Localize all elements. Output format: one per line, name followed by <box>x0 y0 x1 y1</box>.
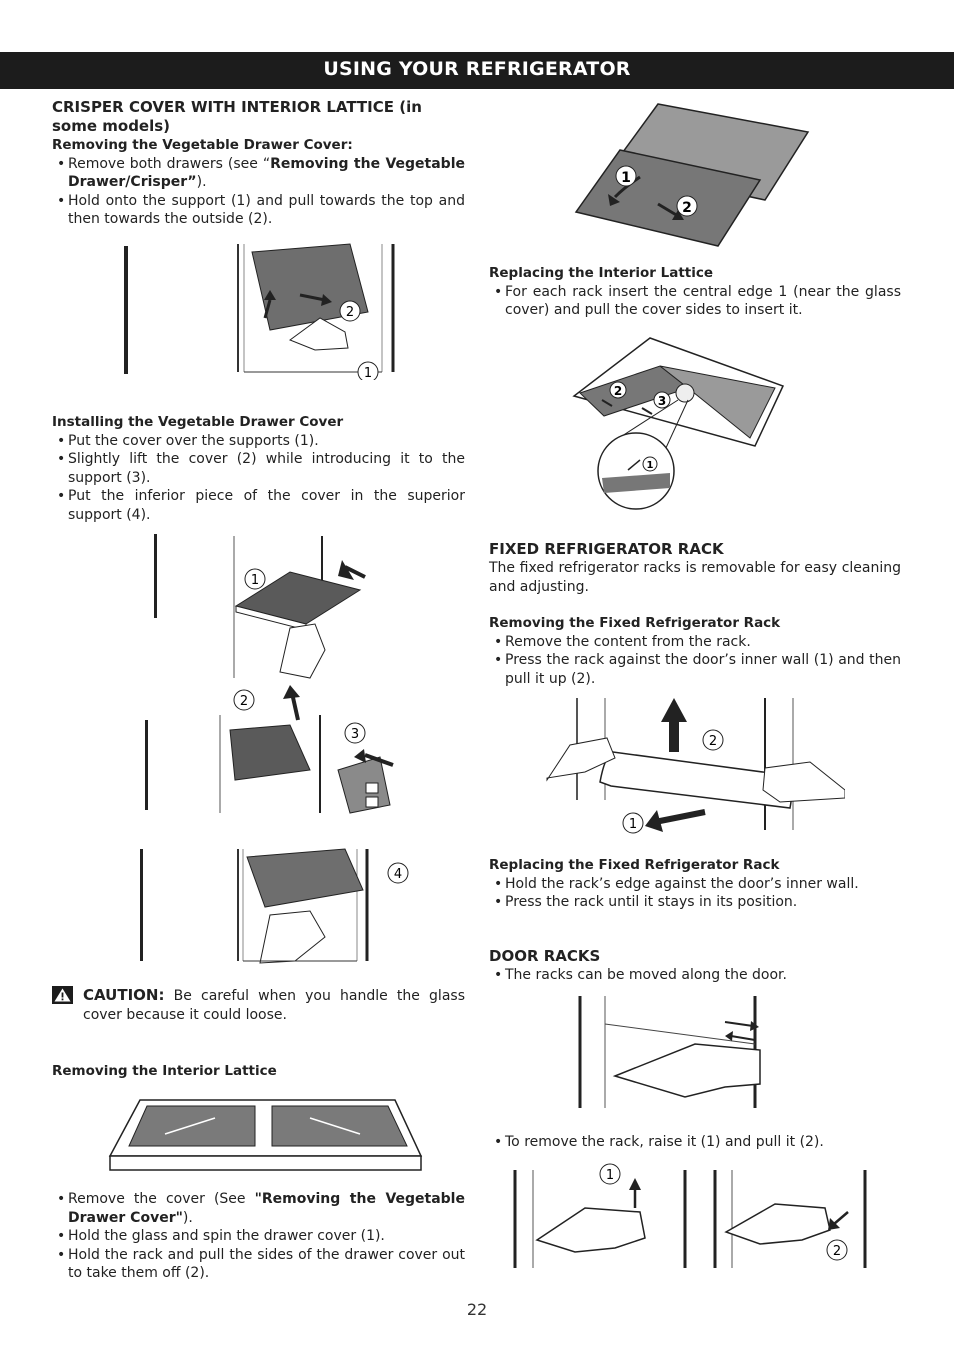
list-item: •Slightly lift the cover (2) while intro… <box>57 451 465 486</box>
door-racks-remove: •To remove the rack, raise it (1) and pu… <box>489 1133 901 1152</box>
removing-lattice-title: Removing the Interior Lattice <box>52 1063 277 1079</box>
list-item: •Hold the rack and pull the sides of the… <box>57 1246 465 1282</box>
callout-1: 1 <box>251 573 259 588</box>
removing-lattice-steps: •Remove the cover (See "Removing the Veg… <box>52 1190 465 1283</box>
list-item: •Remove both drawers (see “Removing the … <box>57 155 465 191</box>
door-rack-pull-illustration: 2 <box>713 1170 867 1268</box>
crisper-section-intro: CRISPER COVER WITH INTERIOR LATTICE (in … <box>52 98 465 229</box>
list-item: •The racks can be moved along the door. <box>494 967 787 983</box>
callout-1: 1 <box>629 817 637 832</box>
list-item: •For each rack insert the central edge 1… <box>494 283 901 319</box>
door-rack-raise-illustration: 1 <box>513 1163 687 1268</box>
page-header: USING YOUR REFRIGERATOR <box>0 52 954 89</box>
list-item: •Press the rack against the door’s inner… <box>494 652 901 687</box>
crisper-title: CRISPER COVER WITH INTERIOR LATTICE (in … <box>52 98 422 135</box>
list-item: •Put the inferior piece of the cover in … <box>57 488 465 523</box>
callout-1: 1 <box>621 170 631 186</box>
list-item: •Put the cover over the supports (1). <box>57 432 319 449</box>
callout-3: 3 <box>658 394 666 408</box>
callout-1: 1 <box>606 1168 614 1183</box>
callout-2: 2 <box>346 305 354 320</box>
replacing-lattice-section: Replacing the Interior Lattice •For each… <box>489 264 901 320</box>
remove-cover-illustration: 2 1 <box>124 243 395 380</box>
callout-4: 4 <box>394 867 402 882</box>
door-racks-section: DOOR RACKS •The racks can be moved along… <box>489 947 901 985</box>
list-item: •Press the rack until it stays in its po… <box>494 894 798 910</box>
caution-label: CAUTION: <box>83 986 165 1004</box>
callout-2: 2 <box>833 1244 841 1259</box>
caution-text: Be careful when you handle the glass cov… <box>83 988 465 1023</box>
replace-lattice-illustration: 2 3 1 <box>572 337 785 510</box>
callout-3: 3 <box>351 727 359 742</box>
page-number: 22 <box>466 1300 488 1319</box>
installing-cover-section: Installing the Vegetable Drawer Cover •P… <box>52 413 465 524</box>
list-item: •Hold the rack’s edge against the door’s… <box>494 875 859 892</box>
callout-2: 2 <box>614 384 622 398</box>
door-racks-title: DOOR RACKS <box>489 947 601 965</box>
install-cover-step4-illustration: 4 <box>140 848 409 964</box>
warning-icon <box>52 986 73 1004</box>
callout-2: 2 <box>682 200 692 216</box>
list-item: •Remove the cover (See "Removing the Veg… <box>57 1191 465 1226</box>
callout-2: 2 <box>240 694 248 709</box>
replacing-fixed-rack-section: Replacing the Fixed Refrigerator Rack •H… <box>489 856 901 912</box>
installing-cover-title: Installing the Vegetable Drawer Cover <box>52 414 344 430</box>
fixed-rack-illustration: 2 1 <box>546 698 845 834</box>
list-item: •Hold onto the support (1) and pull towa… <box>57 192 465 228</box>
door-rack-slide-illustration <box>578 996 761 1108</box>
replacing-fixed-rack-title: Replacing the Fixed Refrigerator Rack <box>489 857 780 873</box>
list-item: •To remove the rack, raise it (1) and pu… <box>494 1134 824 1150</box>
list-item: •Hold the glass and spin the drawer cove… <box>57 1228 385 1244</box>
callout-1: 1 <box>364 366 372 380</box>
list-item: •Remove the content from the rack. <box>494 633 751 650</box>
install-cover-step2-illustration: 2 3 <box>145 685 394 814</box>
fixed-rack-intro: The fixed refrigerator racks is removabl… <box>489 560 901 595</box>
fixed-rack-title: FIXED REFRIGERATOR RACK <box>489 540 724 558</box>
install-cover-step1-illustration: 1 <box>154 534 366 679</box>
removing-fixed-rack-title: Removing the Fixed Refrigerator Rack <box>489 615 781 631</box>
removing-cover-title: Removing the Vegetable Drawer Cover: <box>52 137 353 153</box>
removing-lattice-title-block: Removing the Interior Lattice <box>52 1062 465 1081</box>
callout-2: 2 <box>709 734 717 749</box>
callout-1: 1 <box>647 460 654 471</box>
interior-lattice-illustration <box>108 1099 423 1171</box>
remove-lattice-illustration: 1 2 <box>574 103 810 247</box>
fixed-rack-section: FIXED REFRIGERATOR RACK The fixed refrig… <box>489 540 901 688</box>
page-title: USING YOUR REFRIGERATOR <box>323 58 631 80</box>
caution-note: CAUTION: Be careful when you handle the … <box>52 986 465 1024</box>
replacing-lattice-title: Replacing the Interior Lattice <box>489 265 714 281</box>
